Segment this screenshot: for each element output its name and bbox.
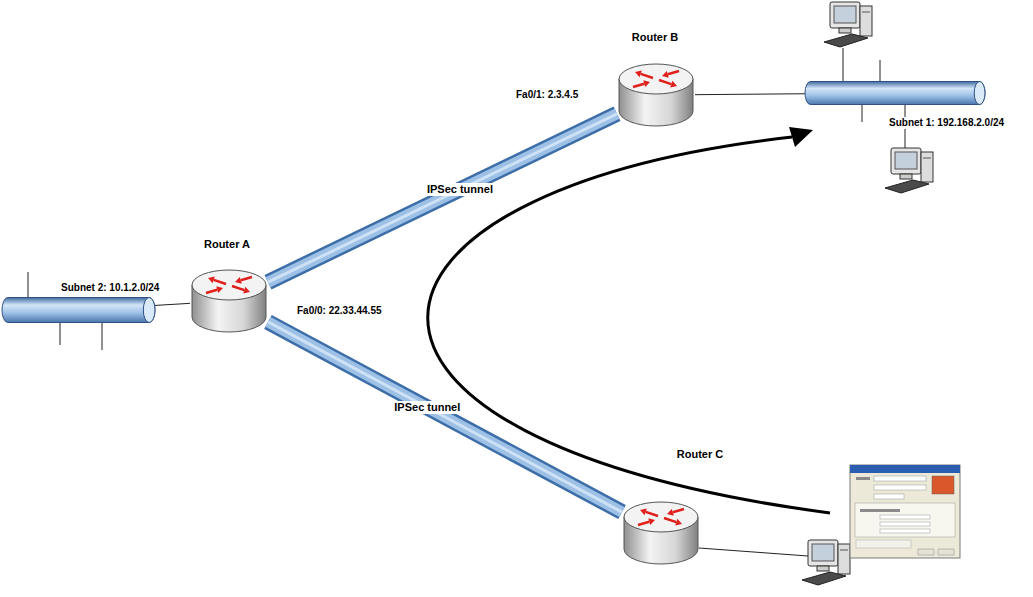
router-arrow xyxy=(668,71,679,74)
tunnel-stroke xyxy=(268,322,622,512)
window-titlebar xyxy=(850,465,960,473)
link-line xyxy=(695,93,805,95)
tunnel-stroke xyxy=(268,114,617,282)
lan-link xyxy=(695,93,805,95)
window-field xyxy=(874,485,926,490)
lan-wire xyxy=(699,548,808,556)
window-panel xyxy=(855,503,955,537)
window-field xyxy=(860,509,900,512)
router-arrow-head xyxy=(648,518,655,525)
tunnel-label: IPSec tunnel xyxy=(393,401,461,414)
subnet-label: Subnet 2: 10.1.2.0/24 xyxy=(60,282,160,294)
router-top xyxy=(192,270,266,300)
router-arrow-head xyxy=(243,287,250,294)
subnet-node: Subnet 2: 10.1.2.0/24 xyxy=(2,297,155,323)
router-arrow xyxy=(659,80,671,84)
router-arrow xyxy=(241,277,252,280)
pc-icon xyxy=(885,148,933,193)
router-arrow xyxy=(232,286,244,290)
router-arrow-head xyxy=(670,81,677,88)
window-field xyxy=(874,494,904,499)
lan-link xyxy=(155,303,190,305)
router-icon xyxy=(617,62,695,128)
router-arrow-head xyxy=(208,277,215,284)
router-arrow xyxy=(673,509,684,512)
router-node: Router C xyxy=(622,500,700,566)
window-frame xyxy=(850,465,960,558)
pipe-icon xyxy=(805,81,985,105)
ipsec-tunnel xyxy=(268,322,622,512)
subnet-label: Subnet 1: 192.168.2.0/24 xyxy=(888,117,1005,129)
stub-wire xyxy=(862,104,863,122)
router-arrows xyxy=(206,277,252,294)
stub-wire xyxy=(102,322,103,350)
window-field xyxy=(880,529,930,533)
stub-wire xyxy=(880,60,881,82)
vpn-client-window xyxy=(850,465,960,558)
router-arrow-head xyxy=(662,71,669,78)
tunnel-stroke xyxy=(268,114,617,282)
window-panel xyxy=(856,540,911,548)
router-arrow xyxy=(641,74,653,78)
interface-label: Fa0/0: 22.33.44.55 xyxy=(296,305,383,317)
stub-wire xyxy=(60,322,61,345)
router-node: Router A xyxy=(190,268,268,334)
window-field xyxy=(874,476,926,481)
tunnel-stroke xyxy=(268,322,622,512)
router-arrow-head xyxy=(640,509,647,516)
router-name: Router A xyxy=(203,238,251,251)
link-line xyxy=(155,303,190,305)
window-button xyxy=(918,549,934,555)
arrow-head xyxy=(789,127,813,147)
pipe-icon xyxy=(2,297,155,323)
stub-wire xyxy=(28,272,29,298)
router-arrow xyxy=(646,512,658,516)
router-arrow-head xyxy=(675,519,682,526)
router-top xyxy=(619,64,693,94)
stub-wire xyxy=(843,48,844,82)
subnet-node: Subnet 1: 192.168.2.0/24 xyxy=(805,81,985,105)
pc-icon xyxy=(802,540,850,585)
window-field xyxy=(880,522,930,526)
router-name: Router B xyxy=(631,31,679,44)
router-arrow xyxy=(206,290,217,293)
router-arrow-head xyxy=(216,286,223,293)
router-arrows xyxy=(633,71,679,88)
tunnel-stroke xyxy=(268,322,622,512)
router-arrow-head xyxy=(643,80,650,87)
subnet-pipe xyxy=(805,82,985,105)
window-logo xyxy=(932,476,954,494)
router-arrow-head xyxy=(235,277,242,284)
router-arrow xyxy=(633,84,644,87)
router-arrows xyxy=(638,509,684,526)
router-arrow-head xyxy=(667,509,674,516)
router-node: Router B xyxy=(617,62,695,128)
router-arrow xyxy=(638,522,649,525)
tunnel-stroke xyxy=(268,114,617,282)
window-field xyxy=(880,515,930,519)
pipe-end xyxy=(143,298,155,323)
router-arrow xyxy=(664,518,676,522)
window-field xyxy=(856,477,870,480)
interface-label: Fa0/1: 2.3.4.5 xyxy=(515,89,579,101)
pipe-end xyxy=(974,82,985,105)
router-name: Router C xyxy=(676,448,724,461)
router-top xyxy=(624,502,698,532)
pc-icon xyxy=(824,2,872,47)
router-arrow xyxy=(214,280,226,284)
router-icon xyxy=(190,268,268,334)
window-button xyxy=(938,549,954,555)
tunnel-label: IPSec tunnel xyxy=(426,183,494,196)
router-arrow-head xyxy=(635,71,642,78)
subnet-pipe xyxy=(2,298,155,323)
router-icon xyxy=(622,500,700,566)
ipsec-tunnel xyxy=(268,114,617,282)
